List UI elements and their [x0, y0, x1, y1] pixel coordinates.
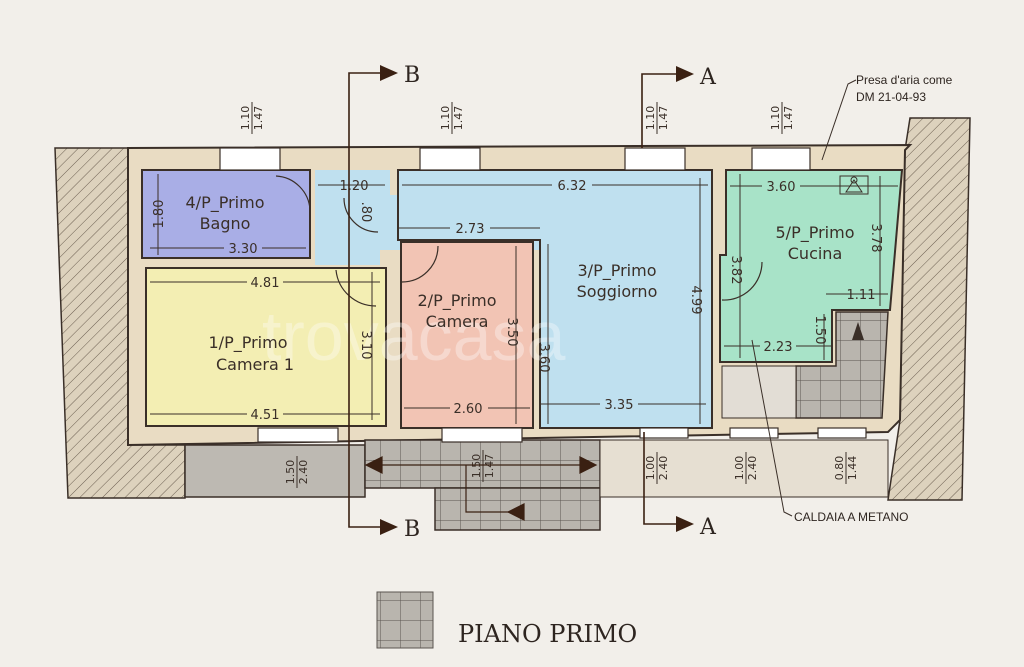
section-marker-a-bottom: A	[643, 432, 717, 540]
svg-text:3.82: 3.82	[728, 256, 743, 285]
svg-text:Soggiorno: Soggiorno	[577, 282, 658, 301]
svg-text:2.40: 2.40	[297, 460, 310, 485]
svg-text:1.50: 1.50	[470, 454, 483, 479]
svg-text:1.47: 1.47	[252, 106, 265, 131]
room-label-camera: 2/P_Primo Camera	[418, 291, 497, 331]
svg-text:2.40: 2.40	[746, 456, 759, 481]
svg-text:B: B	[404, 63, 420, 88]
svg-text:A: A	[699, 515, 717, 540]
dimension-values: 3.30 1.80 1.20 .80 4.81 4.51 3.10 6.32 2…	[152, 175, 883, 423]
room-label-cucina: 5/P_Primo Cucina	[776, 223, 855, 263]
svg-text:1.47: 1.47	[452, 106, 465, 131]
svg-text:1.10: 1.10	[769, 106, 782, 131]
watermark: trovacasa	[262, 297, 566, 375]
svg-text:1.00: 1.00	[733, 456, 746, 481]
room-label-camera-1: 1/P_Primo Camera 1	[209, 333, 295, 374]
staircase-right	[721, 311, 889, 419]
room-label-soggiorno: 3/P_Primo Soggiorno	[577, 261, 658, 301]
svg-text:Presa d'aria come: Presa d'aria come	[856, 73, 953, 87]
svg-text:4.81: 4.81	[251, 276, 280, 291]
room-label-bagno: 4/P_Primo Bagno	[186, 193, 265, 233]
stair-arrows	[364, 456, 598, 521]
svg-text:2.40: 2.40	[657, 456, 670, 481]
svg-text:3.60: 3.60	[767, 180, 796, 195]
svg-text:6.32: 6.32	[558, 179, 587, 194]
svg-text:3.35: 3.35	[605, 398, 634, 413]
svg-text:4/P_Primo: 4/P_Primo	[186, 193, 265, 213]
window-labels-top: 1.10 1.47 1.10 1.47 1.10 1.47 1.10 1.47	[239, 102, 795, 134]
svg-text:Camera 1: Camera 1	[216, 355, 294, 374]
svg-text:3.30: 3.30	[229, 242, 258, 257]
svg-text:1.10: 1.10	[439, 106, 452, 131]
section-marker-a-top: A	[641, 65, 717, 148]
svg-text:Cucina: Cucina	[788, 244, 843, 263]
svg-text:1.50: 1.50	[812, 316, 827, 345]
svg-text:1.10: 1.10	[644, 106, 657, 131]
svg-text:1.20: 1.20	[340, 179, 369, 194]
legend: PIANO PRIMO	[376, 591, 637, 649]
svg-text:B: B	[404, 517, 420, 542]
svg-text:1.00: 1.00	[644, 456, 657, 481]
room-cucina	[719, 169, 904, 363]
svg-text:DM 21-04-93: DM 21-04-93	[856, 90, 926, 104]
svg-text:3.50: 3.50	[504, 318, 519, 347]
dimension-lines	[150, 174, 898, 424]
svg-text:2.73: 2.73	[456, 222, 485, 237]
svg-text:1.10: 1.10	[239, 106, 252, 131]
svg-text:2.60: 2.60	[454, 402, 483, 417]
section-marker-b-top: B	[348, 63, 420, 450]
svg-text:1.44: 1.44	[846, 456, 859, 481]
room-camera-1	[145, 267, 387, 427]
svg-text:3.10: 3.10	[358, 331, 373, 360]
window-labels-bottom: 1.50 2.40 1.50 1.47 1.00 2.40 1.00 2.40 …	[284, 450, 859, 488]
plan-title: PIANO PRIMO	[458, 620, 637, 648]
svg-text:Camera: Camera	[426, 312, 489, 331]
svg-text:1.47: 1.47	[782, 106, 795, 131]
windows-bottom	[257, 427, 867, 443]
svg-text:2.23: 2.23	[764, 340, 793, 355]
svg-text:4.99: 4.99	[688, 286, 703, 315]
svg-text:0.80: 0.80	[833, 456, 846, 481]
exterior-balcony	[184, 439, 889, 531]
svg-text:1.47: 1.47	[657, 106, 670, 131]
svg-text:1.11: 1.11	[847, 288, 876, 303]
svg-text:1/P_Primo: 1/P_Primo	[209, 333, 288, 353]
svg-text:5/P_Primo: 5/P_Primo	[776, 223, 855, 243]
svg-text:1.80: 1.80	[152, 200, 167, 229]
svg-text:CALDAIA A METANO: CALDAIA A METANO	[794, 510, 908, 524]
svg-text:2/P_Primo: 2/P_Primo	[418, 291, 497, 311]
svg-text:Bagno: Bagno	[200, 214, 251, 233]
svg-text:A: A	[699, 65, 717, 90]
svg-text:3/P_Primo: 3/P_Primo	[578, 261, 657, 281]
note-caldaia: CALDAIA A METANO	[751, 339, 908, 524]
svg-text:3.60: 3.60	[536, 344, 551, 373]
svg-text:1.50: 1.50	[284, 460, 297, 485]
svg-text:.80: .80	[358, 202, 373, 223]
section-marker-b-bottom: B	[348, 450, 420, 542]
note-presa-aria: Presa d'aria come DM 21-04-93	[821, 73, 953, 161]
svg-text:3.78: 3.78	[868, 224, 883, 253]
windows-top	[219, 147, 811, 171]
svg-text:4.51: 4.51	[251, 408, 280, 423]
air-vent-symbol	[839, 175, 869, 195]
svg-text:1.47: 1.47	[483, 454, 496, 479]
